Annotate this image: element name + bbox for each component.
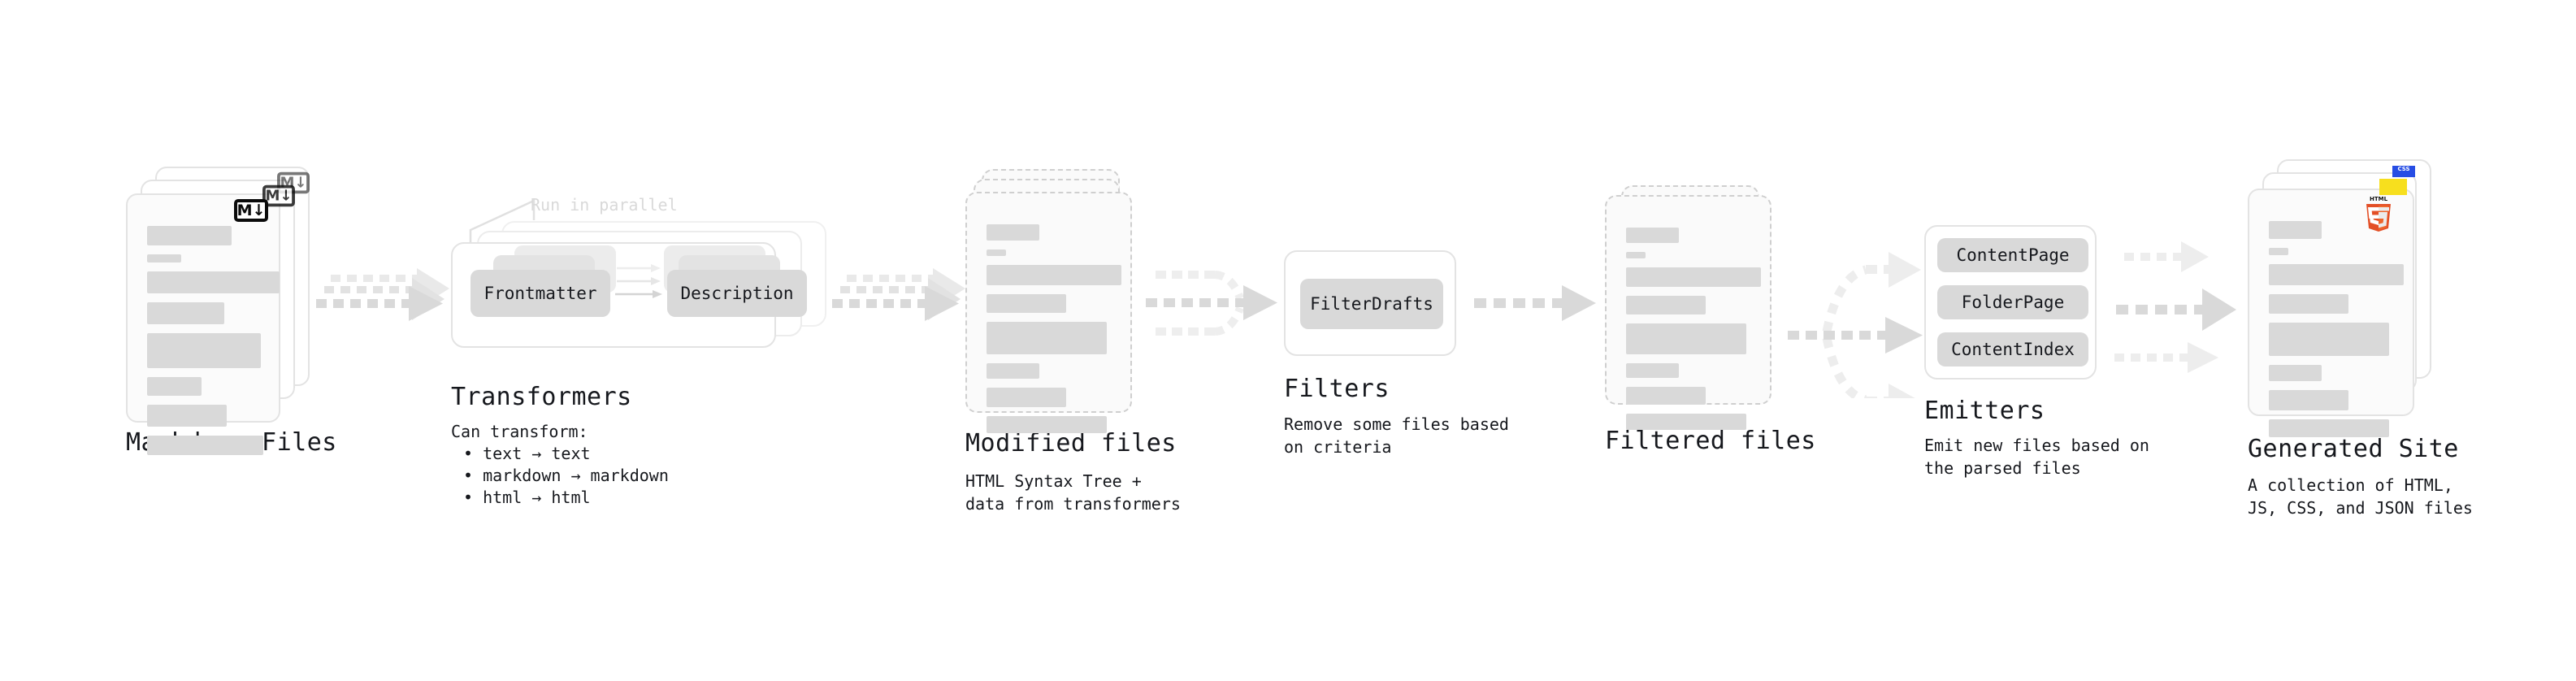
filters-desc: Remove some files based on criteria [1284, 414, 1509, 457]
connector-filtered-to-emitters [1788, 252, 1923, 398]
site-skeleton-bars [2269, 221, 2404, 446]
markdown-files-stack: M↓ M↓ M↓ [126, 167, 313, 455]
generated-site-desc: A collection of HTML, JS, CSS, and JSON … [2248, 475, 2473, 518]
chip-filterdrafts[interactable]: FilterDrafts [1300, 279, 1443, 329]
css-icon: CSS [2392, 166, 2415, 177]
modified-card-front [965, 192, 1132, 433]
connector-emitters-to-site [2114, 241, 2236, 373]
js-icon [2379, 179, 2407, 195]
filtered-files-title: Filtered files [1605, 427, 1816, 455]
chip-frontmatter[interactable]: Frontmatter [471, 270, 610, 317]
connector-filters-to-filtered [1474, 285, 1596, 321]
transformers-desc: Can transform: [451, 422, 588, 441]
connector-transformers-to-modified [832, 268, 965, 321]
emitters-desc: Emit new files based on the parsed files [1924, 436, 2149, 478]
emitters-box: ContentPage FolderPage ContentIndex [1924, 225, 2097, 380]
transformers-title: Transformers [451, 383, 632, 411]
emitters-title: Emitters [1924, 397, 2045, 425]
markdown-card-front [126, 193, 280, 455]
modified-files-desc: HTML Syntax Tree + data from transformer… [965, 471, 1181, 514]
connector-markdown-to-transformers [316, 268, 449, 321]
transformers-bullet-2: • html → html [463, 488, 591, 507]
filtered-files-stack [1605, 185, 1792, 430]
generated-site-stack: CSS HTML [2248, 159, 2443, 437]
modified-files-stack [965, 169, 1152, 433]
chip-contentpage[interactable]: ContentPage [1937, 238, 2088, 272]
chip-folderpage[interactable]: FolderPage [1937, 285, 2088, 319]
transformers-bullet-1: • markdown → markdown [463, 466, 669, 485]
modified-skeleton-bars [987, 224, 1121, 442]
transformers-stack: Run in parallel Frontmatter Description [451, 195, 833, 366]
run-in-parallel-label: Run in parallel [531, 195, 678, 215]
transformers-bullet-0: • text → text [463, 444, 591, 463]
filters-box: FilterDrafts [1284, 250, 1456, 356]
svg-text:HTML: HTML [2370, 196, 2388, 202]
connector-modified-to-filters [1146, 271, 1277, 336]
markdown-icon: M↓ [234, 199, 268, 222]
chip-contentindex[interactable]: ContentIndex [1937, 332, 2088, 367]
html5-icon: HTML [2366, 196, 2391, 232]
modified-files-title: Modified files [965, 429, 1177, 458]
chip-description[interactable]: Description [667, 270, 807, 317]
filtered-card-front [1605, 195, 1772, 430]
filtered-skeleton-bars [1626, 228, 1761, 439]
generated-site-title: Generated Site [2248, 435, 2459, 463]
markdown-skeleton-bars [147, 226, 280, 464]
filters-title: Filters [1284, 375, 1390, 403]
transformer-inner-arrows [615, 264, 662, 298]
